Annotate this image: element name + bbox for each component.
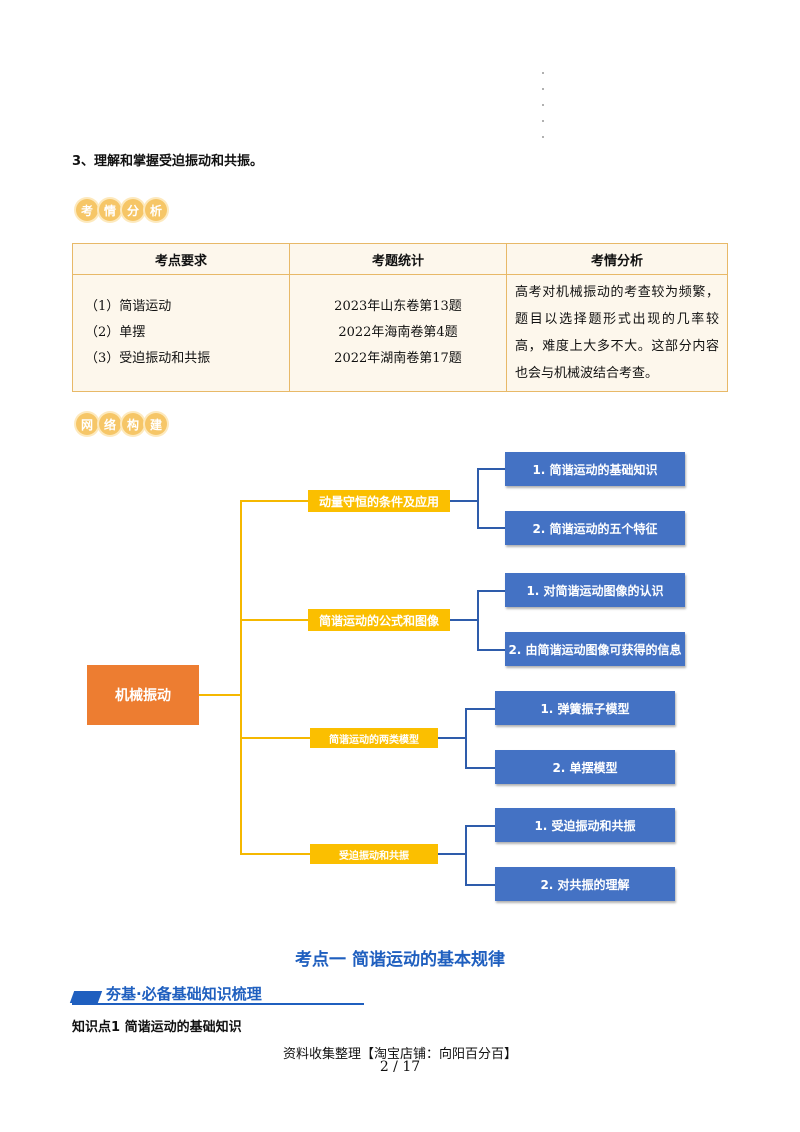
analysis-cell: 高考对机械振动的考查较为频繁，题目以选择题形式出现的几率较高，难度上大多不大。这…: [506, 274, 728, 392]
mindmap-leaf-1-2: 2. 简谐运动的五个特征: [505, 511, 685, 545]
mindmap-leaf-3-1: 1. 弹簧振子模型: [495, 691, 675, 725]
mindmap-branch-2: 简谐运动的公式和图像: [308, 609, 450, 631]
banner-accent: [69, 991, 103, 1003]
banner-rule: [72, 1003, 364, 1005]
header-analysis: 考情分析: [506, 243, 728, 275]
network-build-badge: 网 络 构 建: [76, 413, 167, 435]
header-statistics: 考题统计: [289, 243, 507, 275]
foundation-banner: 夯基·必备基础知识梳理: [69, 983, 364, 1005]
footer-source: 资料收集整理【淘宝店铺：向阳百分百】: [282, 1047, 517, 1062]
exam-analysis-badge: 考 情 分 析: [76, 199, 167, 221]
mindmap-branch-1: 动量守恒的条件及应用: [308, 490, 450, 512]
mindmap-leaf-4-2: 2. 对共振的理解: [495, 867, 675, 901]
knowledge-point-heading: 知识点1 简谐运动的基础知识: [72, 1020, 242, 1035]
mindmap-leaf-1-1: 1. 简谐运动的基础知识: [505, 452, 685, 486]
mindmap-root: 机械振动: [87, 665, 199, 725]
statistics-cell: 2023年山东卷第13题 2022年海南卷第4题 2022年湖南卷第17题: [289, 274, 507, 392]
header-requirements: 考点要求: [72, 243, 290, 275]
banner-text: 夯基·必备基础知识梳理: [106, 985, 262, 1003]
mindmap-leaf-2-2: 2. 由简谐运动图像可获得的信息: [505, 632, 685, 666]
objective-item-3: 3、理解和掌握受迫振动和共振。: [72, 154, 264, 169]
exam-analysis-table: 考点要求 考题统计 考情分析 （1）简谐运动 （2）单摆 （3）受迫振动和共振 …: [72, 243, 728, 392]
page-number: 2 / 17: [379, 1059, 421, 1075]
mindmap-leaf-4-1: 1. 受迫振动和共振: [495, 808, 675, 842]
mindmap-leaf-2-1: 1. 对简谐运动图像的认识: [505, 573, 685, 607]
requirements-cell: （1）简谐运动 （2）单摆 （3）受迫振动和共振: [72, 274, 290, 392]
mindmap-branch-3: 简谐运动的两类模型: [310, 728, 438, 748]
decorative-dots: [540, 72, 546, 142]
section-title: 考点一 简谐运动的基本规律: [295, 950, 505, 970]
mindmap-leaf-3-2: 2. 单摆模型: [495, 750, 675, 784]
mindmap-branch-4: 受迫振动和共振: [310, 844, 438, 864]
